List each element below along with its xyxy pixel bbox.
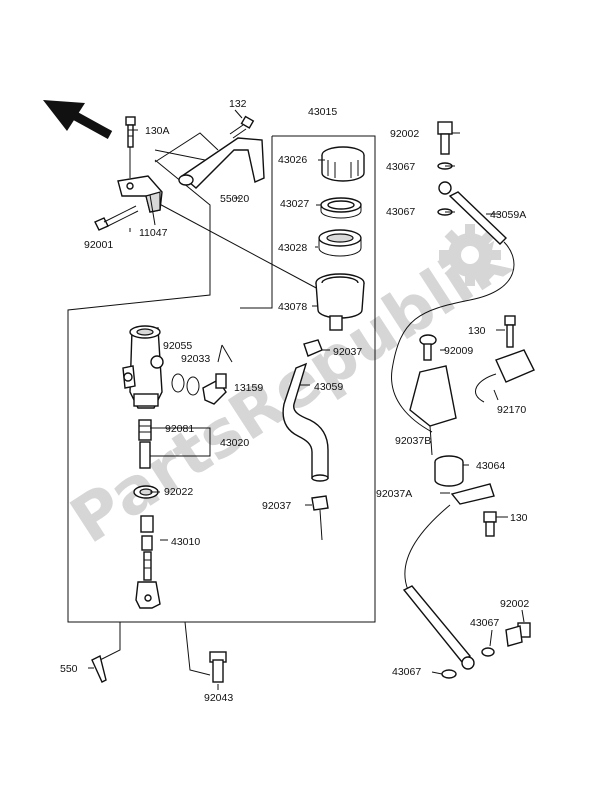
label-55020: 55020 <box>220 193 249 205</box>
label-92081: 92081 <box>165 423 194 435</box>
label-43027: 43027 <box>280 198 309 210</box>
bracket-92037B <box>409 365 457 456</box>
leader-lines <box>88 109 525 690</box>
master-cylinder-92055 <box>122 325 164 409</box>
label-92022: 92022 <box>164 486 193 498</box>
bolt-92001 <box>94 205 139 231</box>
reservoir-cap-43026 <box>321 146 365 182</box>
leader-43010 <box>99 622 121 661</box>
fitting-13159 <box>202 344 233 405</box>
label-92002-top: 92002 <box>390 128 419 140</box>
cotter-pin-550 <box>91 654 107 683</box>
label-92170: 92170 <box>497 404 526 416</box>
bolt-130-lower <box>483 511 497 537</box>
label-43028: 43028 <box>278 242 307 254</box>
bolt-132 <box>229 115 255 139</box>
label-43067-b: 43067 <box>386 206 415 218</box>
label-92037A: 92037A <box>376 488 412 500</box>
watermark-gear-icon <box>439 224 501 286</box>
linkage-55020 <box>178 137 265 189</box>
label-92002-bottom: 92002 <box>500 598 529 610</box>
screw-92009 <box>419 334 437 361</box>
label-130A: 130A <box>145 125 170 137</box>
label-43067-c: 43067 <box>470 617 499 629</box>
circlip-92033 <box>171 373 200 396</box>
banjo-bolt-92002-bottom <box>505 622 531 647</box>
label-43020: 43020 <box>220 437 249 449</box>
label-13159: 13159 <box>234 382 263 394</box>
label-43078: 43078 <box>278 301 307 313</box>
washer-43067-c <box>481 647 495 657</box>
clip-92170 <box>475 349 535 403</box>
reservoir-diaphragm-43028 <box>318 229 362 257</box>
hose-lower <box>402 504 475 670</box>
label-92009: 92009 <box>444 345 473 357</box>
clamp-92037-mid <box>311 495 329 541</box>
part-labels: 132 43015 130A 92002 43026 43067 43027 4… <box>60 98 529 704</box>
reservoir-plate-43027 <box>320 197 362 219</box>
leader-43020-bracket <box>150 427 211 457</box>
hose-43059A <box>391 181 515 433</box>
label-130: 130 <box>468 325 486 337</box>
grommet-43064 <box>434 455 464 487</box>
label-92001: 92001 <box>84 239 113 251</box>
label-43059: 43059 <box>314 381 343 393</box>
label-92055: 92055 <box>163 340 192 352</box>
pin-92043 <box>209 651 227 683</box>
label-92033: 92033 <box>181 353 210 365</box>
label-43026: 43026 <box>278 154 307 166</box>
label-130-b: 130 <box>510 512 528 524</box>
label-550: 550 <box>60 663 78 675</box>
label-43064: 43064 <box>476 460 505 472</box>
label-43010: 43010 <box>171 536 200 548</box>
piston-92081 <box>138 419 152 469</box>
bracket-11047 <box>117 175 163 226</box>
label-43067-a: 43067 <box>386 161 415 173</box>
reservoir-body-43078 <box>315 273 365 331</box>
leader-92043 <box>184 621 211 676</box>
pushrod-43010 <box>135 515 161 609</box>
bolt-130-right <box>504 315 516 348</box>
front-direction-arrow-icon <box>43 100 113 139</box>
label-11047: 11047 <box>139 227 168 239</box>
label-92043: 92043 <box>204 692 233 704</box>
assembly-frame <box>67 132 376 623</box>
label-43067-d: 43067 <box>392 666 421 678</box>
label-43015: 43015 <box>308 106 337 118</box>
label-132: 132 <box>229 98 247 110</box>
label-43059A: 43059A <box>490 209 526 221</box>
bolt-130A <box>125 116 136 178</box>
hose-43059 <box>282 362 329 482</box>
clamp-92037A <box>450 483 495 505</box>
label-92037-top: 92037 <box>333 346 362 358</box>
banjo-bolt-92002-top <box>437 121 453 155</box>
label-92037B: 92037B <box>395 435 431 447</box>
label-92037-mid: 92037 <box>262 500 291 512</box>
washer-43067-d <box>441 669 457 679</box>
